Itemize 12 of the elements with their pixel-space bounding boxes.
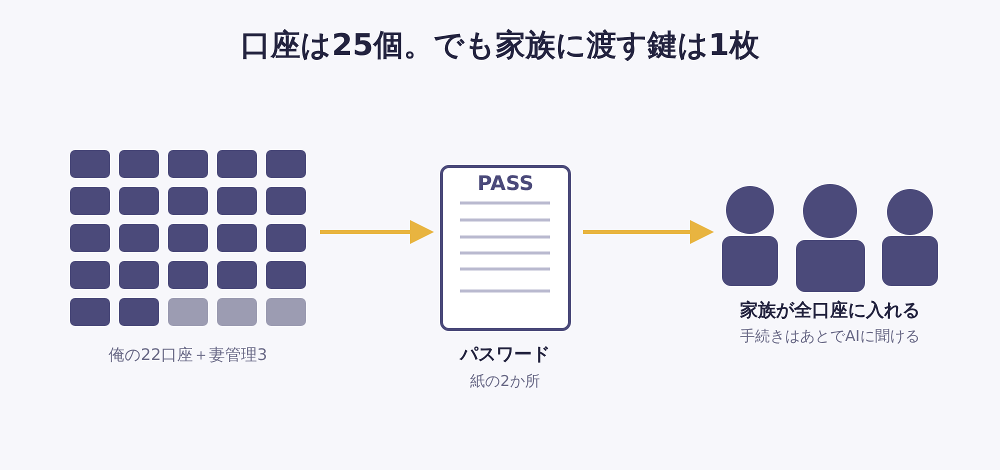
- node-label: パスワード: [460, 344, 550, 366]
- account-grid-drawing: [68, 148, 308, 328]
- arrow: [583, 220, 714, 244]
- arrow: [320, 220, 434, 244]
- node-label: 俺の22口座＋妻管理3: [108, 345, 268, 364]
- family-drawing: [720, 184, 940, 292]
- node-label: 紙の2か所: [470, 372, 540, 390]
- password-document: [440, 165, 571, 331]
- title: 口座は25個。でも家族に渡す鍵は1枚: [240, 28, 760, 64]
- node-label: 家族が全口座に入れる: [740, 300, 920, 322]
- node-label: 手続きはあとでAIに聞ける: [740, 327, 920, 345]
- document-heading: PASS: [476, 172, 535, 194]
